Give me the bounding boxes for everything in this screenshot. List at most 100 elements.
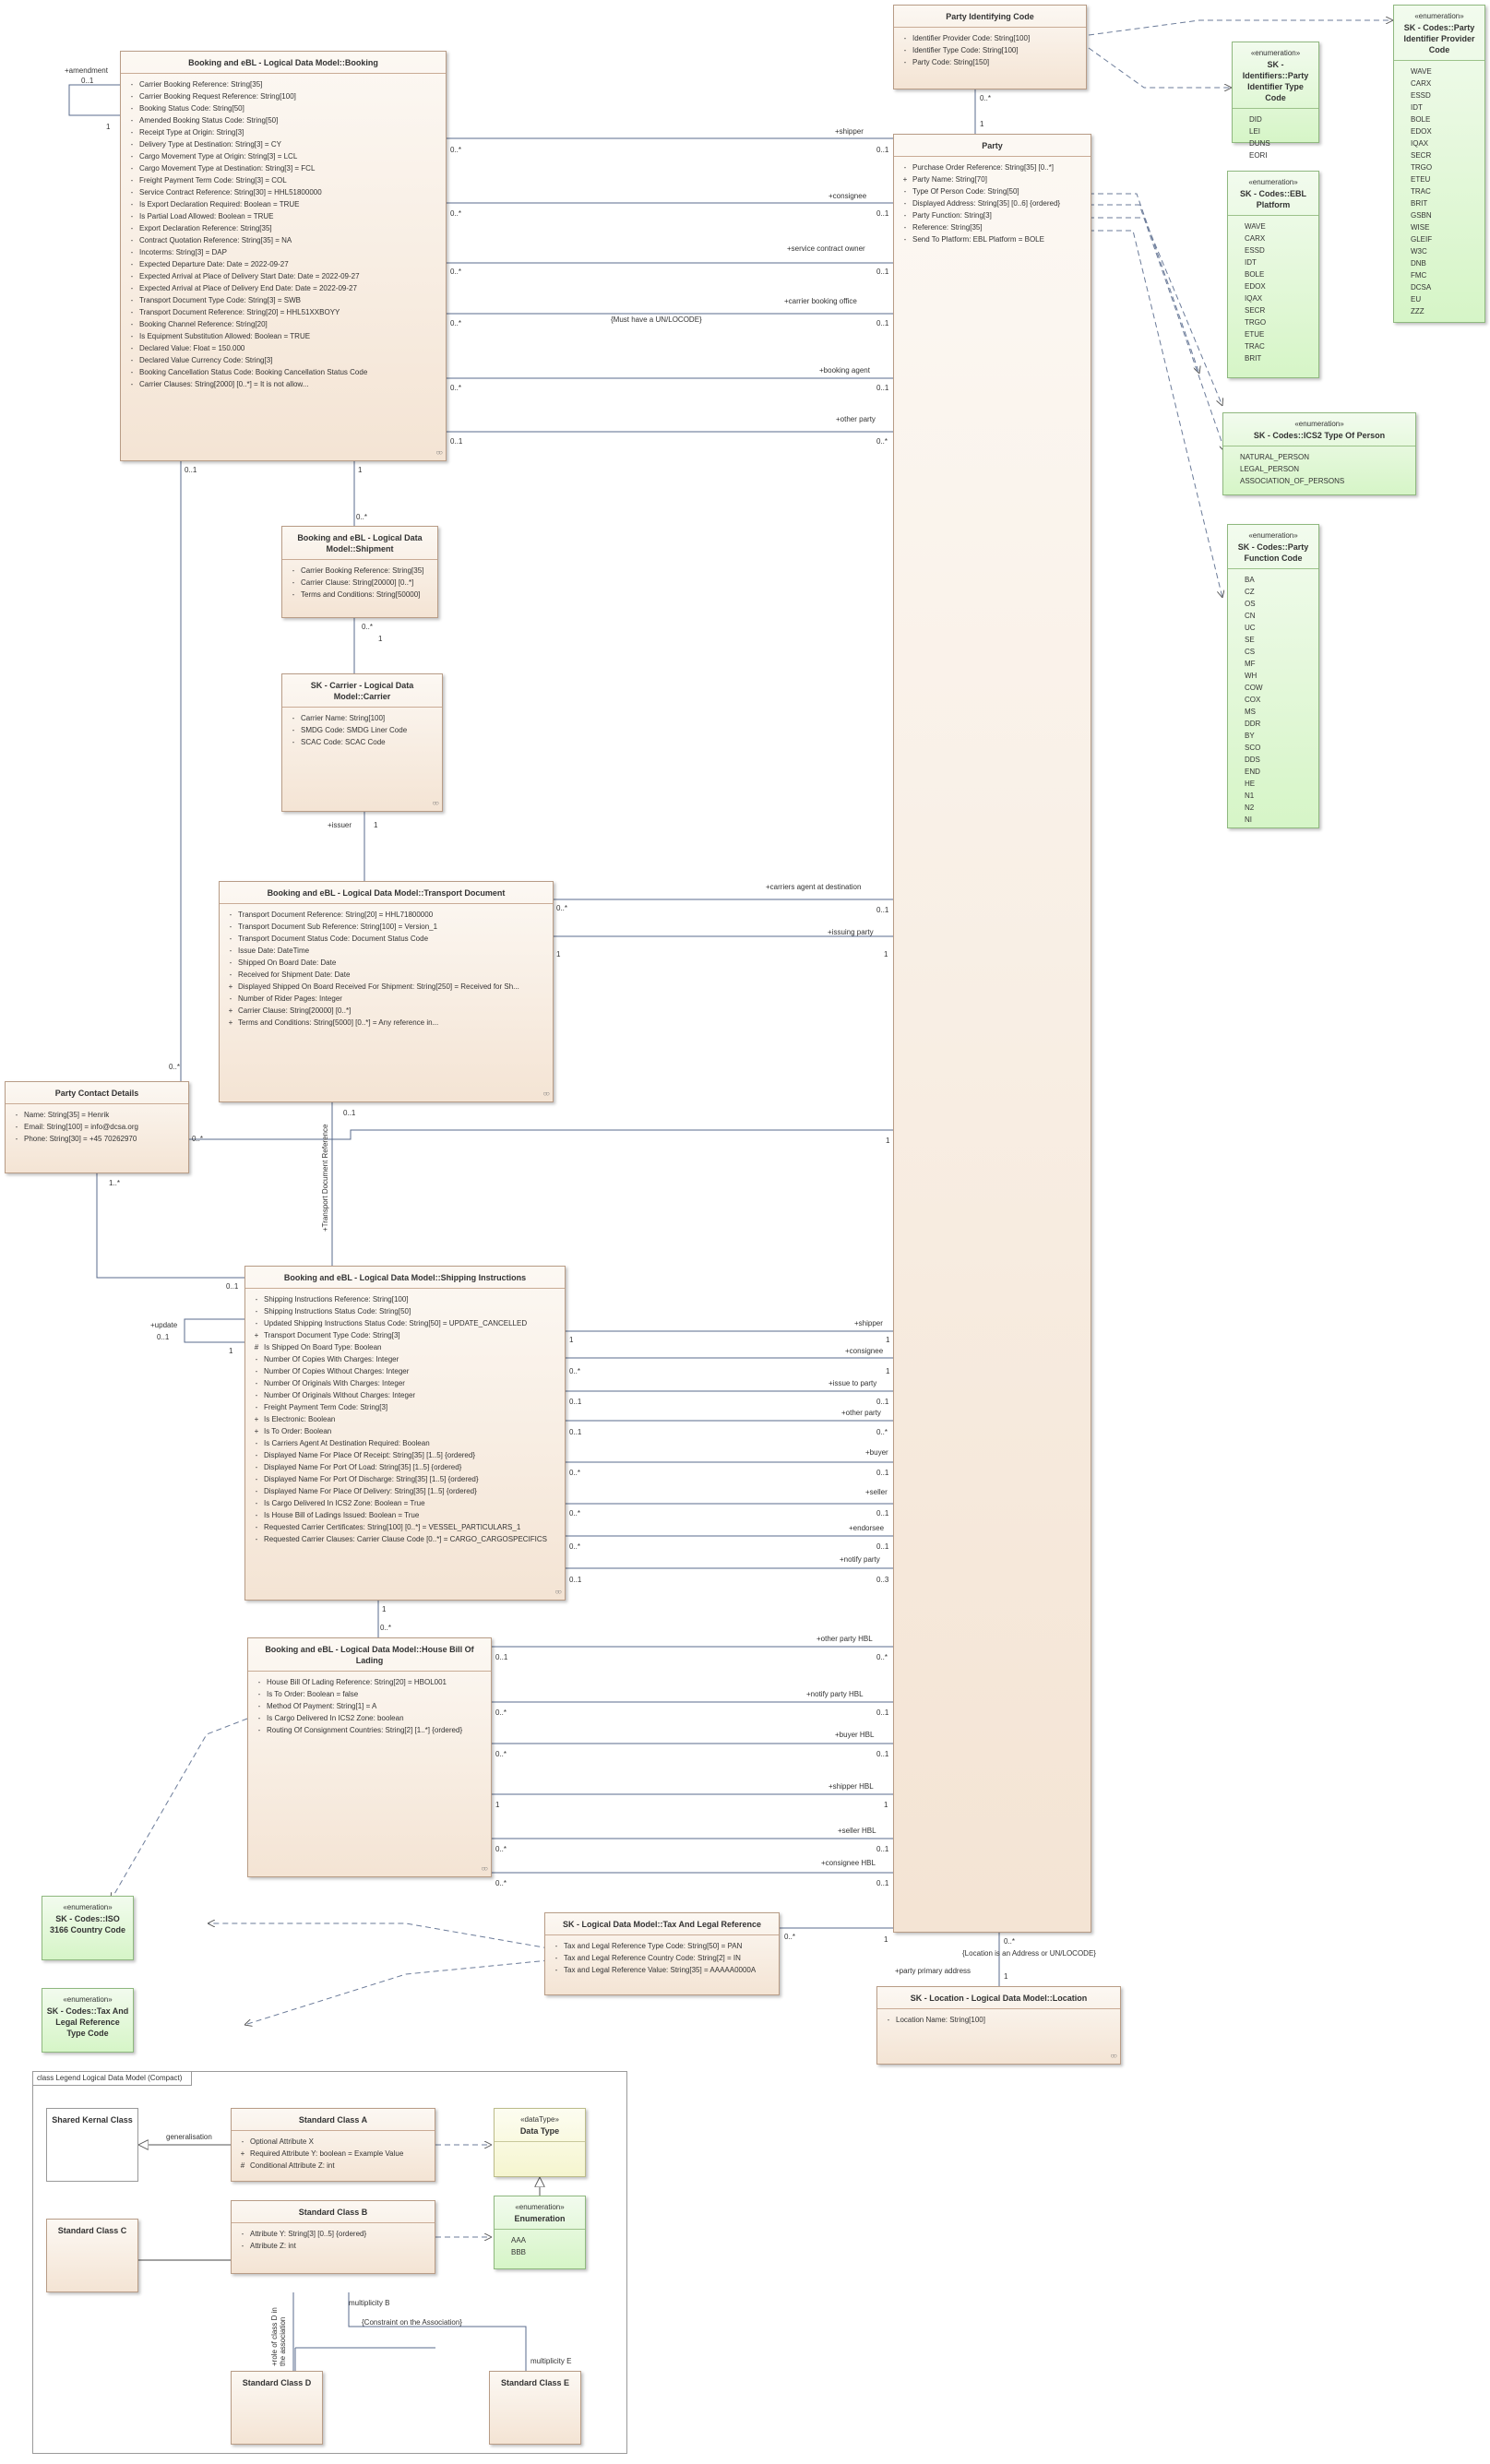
label-issuing-party: +issuing party [828, 928, 874, 936]
visibility-marker: - [554, 1942, 558, 1950]
enum-tax-and-legal-reference-type-code[interactable]: «enumeration»SK - Codes::Tax And Legal R… [42, 1988, 134, 2053]
legend-enumeration-title: «enumeration»Enumeration [495, 2196, 585, 2230]
enum-literal: DDR [1245, 720, 1261, 728]
enum-ebl-platform[interactable]: «enumeration»SK - Codes::EBL Platform WA… [1227, 171, 1319, 378]
attribute-text: Booking Channel Reference: String[20] [139, 320, 268, 328]
enum-literal: GSBN [1411, 211, 1432, 220]
attribute-row: -Carrier Clauses: String[2000] [0..*] = … [125, 378, 442, 390]
mult: 1 [884, 1935, 888, 1944]
attribute-row: -Freight Payment Term Code: String[3] [249, 1401, 561, 1413]
legend-standard-class-b[interactable]: Standard Class B -Attribute Y: String[3]… [231, 2200, 435, 2274]
visibility-marker: - [292, 566, 295, 575]
legend-standard-class-e[interactable]: Standard Class E [489, 2371, 581, 2445]
attribute-text: Cargo Movement Type at Origin: String[3]… [139, 152, 298, 161]
enum-literal: DID [1249, 115, 1262, 124]
attribute-row: -Amended Booking Status Code: String[50] [125, 114, 442, 126]
attribute-row: +Transport Document Type Code: String[3] [249, 1329, 561, 1341]
attribute-row: -Identifier Provider Code: String[100] [898, 32, 1082, 44]
attribute-text: Declared Value Currency Code: String[3] [139, 356, 273, 364]
label-si-consignee: +consignee [845, 1347, 884, 1355]
class-location[interactable]: SK - Location - Logical Data Model::Loca… [876, 1986, 1121, 2065]
class-carrier-attributes: -Carrier Name: String[100]-SMDG Code: SM… [282, 708, 442, 752]
label-location-note: {Location is an Address or UN/LOCODE} [962, 1949, 1096, 1958]
class-house-bill-of-lading[interactable]: Booking and eBL - Logical Data Model::Ho… [247, 1637, 492, 1877]
mult: 1 [382, 1605, 387, 1613]
mult: 0..* [192, 1135, 204, 1143]
attribute-row: -Is Carriers Agent At Destination Requir… [249, 1437, 561, 1449]
attribute-text: Transport Document Reference: String[20]… [238, 911, 434, 919]
class-booking[interactable]: Booking and eBL - Logical Data Model::Bo… [120, 51, 447, 461]
attribute-text: Method Of Payment: String[1] = A [267, 1702, 377, 1710]
mult: 0..3 [876, 1576, 889, 1584]
attribute-text: Routing Of Consignment Countries: String… [267, 1726, 463, 1734]
visibility-marker: - [130, 272, 134, 280]
attribute-text: Export Declaration Reference: String[35] [139, 224, 272, 232]
attribute-row: -Carrier Booking Request Reference: Stri… [125, 90, 442, 102]
attribute-text: Party Code: String[150] [912, 58, 990, 66]
legend-standard-class-d[interactable]: Standard Class D [231, 2371, 323, 2445]
attribute-text: Freight Payment Term Code: String[3] = C… [139, 176, 287, 185]
mult: 0..* [495, 1750, 507, 1758]
enum-literal: NI [1245, 815, 1252, 824]
legend-multiplicity-b-label: multiplicity B [349, 2299, 390, 2307]
mult: 0..1 [450, 437, 463, 446]
visibility-marker: - [130, 356, 134, 364]
attribute-row: -Optional Attribute X [235, 2136, 431, 2148]
attribute-text: Email: String[100] = info@dcsa.org [24, 1123, 138, 1131]
enum-literal: LEI [1249, 127, 1261, 136]
label-si-shipper: +shipper [854, 1319, 883, 1327]
enum-literal: COW [1245, 684, 1263, 692]
visibility-marker: - [257, 1726, 261, 1734]
mult: 0..* [1004, 1937, 1016, 1946]
mult: 0..* [876, 437, 888, 446]
enum-iso-3166-country-code[interactable]: «enumeration»SK - Codes::ISO 3166 Countr… [42, 1896, 134, 1960]
enum-ics2-title: «enumeration»SK - Codes::ICS2 Type Of Pe… [1223, 413, 1415, 446]
enum-party-identifier-type-code[interactable]: «enumeration»SK - Identifiers::Party Ide… [1232, 42, 1319, 160]
class-transport-document[interactable]: Booking and eBL - Logical Data Model::Tr… [219, 881, 554, 1102]
class-party[interactable]: Party -Purchase Order Reference: String[… [893, 134, 1091, 1933]
enum-literal: CS [1245, 648, 1256, 656]
class-shipping-instructions[interactable]: Booking and eBL - Logical Data Model::Sh… [244, 1266, 566, 1601]
link-icon: ○○ [432, 799, 439, 807]
attribute-text: Attribute Y: String[3] [0..5] {ordered} [250, 2230, 367, 2238]
legend-data-type[interactable]: «dataType»Data Type [494, 2108, 586, 2177]
class-party-identifying-code[interactable]: Party Identifying Code -Identifier Provi… [893, 5, 1087, 89]
mult: 0..1 [569, 1576, 582, 1584]
visibility-marker: - [130, 260, 134, 268]
attribute-row: -Is Partial Load Allowed: Boolean = TRUE [125, 210, 442, 222]
class-party-contact-details[interactable]: Party Contact Details -Name: String[35] … [5, 1081, 189, 1173]
attribute-text: Displayed Name For Port Of Load: String[… [264, 1463, 462, 1471]
legend-shared-kernal-class[interactable]: Shared Kernal Class [46, 2108, 138, 2182]
mult: 1 [556, 950, 561, 958]
legend-role-label: +role of class D in the association [270, 2307, 287, 2366]
legend-standard-class-c[interactable]: Standard Class C [46, 2219, 138, 2292]
enum-literal: CZ [1245, 588, 1255, 596]
enum-ics2-type-of-person[interactable]: «enumeration»SK - Codes::ICS2 Type Of Pe… [1222, 412, 1416, 495]
enum-literal: TRAC [1245, 342, 1265, 351]
class-shipment[interactable]: Booking and eBL - Logical Data Model::Sh… [281, 526, 438, 618]
visibility-marker: + [902, 175, 908, 184]
attribute-text: Displayed Name For Place Of Receipt: Str… [264, 1451, 476, 1459]
legend-standard-class-a[interactable]: Standard Class A -Optional Attribute X+R… [231, 2108, 435, 2182]
enum-party-function-code[interactable]: «enumeration»SK - Codes::Party Function … [1227, 524, 1319, 828]
attribute-row: -SCAC Code: SCAC Code [286, 736, 438, 748]
attribute-row: -Party Code: String[150] [898, 56, 1082, 68]
class-tax-and-legal-reference[interactable]: SK - Logical Data Model::Tax And Legal R… [544, 1912, 780, 1995]
attribute-text: Number Of Originals With Charges: Intege… [264, 1379, 405, 1387]
attribute-text: Issue Date: DateTime [238, 946, 310, 955]
enum-literal: EU [1411, 295, 1422, 304]
visibility-marker: - [130, 332, 134, 340]
enum-party-identifier-provider-code[interactable]: «enumeration»SK - Codes::Party Identifie… [1393, 5, 1485, 323]
attribute-row: -Cargo Movement Type at Origin: String[3… [125, 150, 442, 162]
visibility-marker: - [255, 1511, 258, 1519]
legend-class-d-title: Standard Class D [242, 2378, 312, 2387]
class-carrier[interactable]: SK - Carrier - Logical Data Model::Carri… [281, 673, 443, 812]
visibility-marker: - [554, 1966, 558, 1974]
visibility-marker: - [292, 714, 295, 722]
label-amendment-mult-b: 1 [106, 123, 111, 131]
visibility-marker: - [15, 1111, 18, 1119]
mult: 0..* [450, 319, 462, 327]
visibility-marker: # [254, 1343, 259, 1351]
label-carrier-booking-office: +carrier booking office [784, 297, 857, 305]
